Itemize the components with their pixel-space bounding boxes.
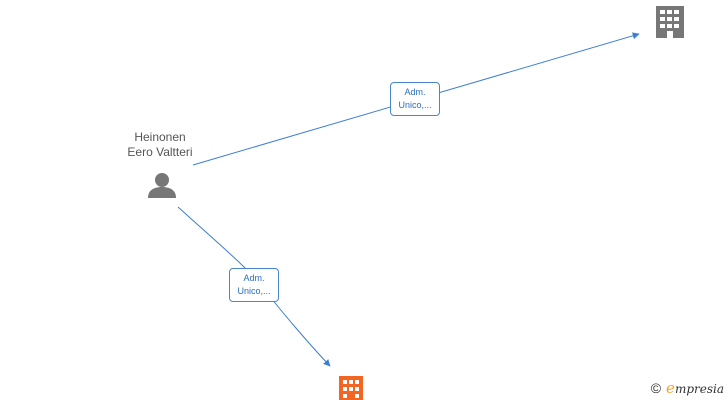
edge-label-line1: Adm. xyxy=(404,87,426,97)
building-icon[interactable] xyxy=(339,376,363,400)
brand-logo: empresia xyxy=(666,379,724,397)
edge-label-line2: Unico,... xyxy=(237,286,271,296)
person-name-line1: Heinonen xyxy=(134,130,186,144)
person-icon[interactable] xyxy=(148,173,176,198)
copyright-symbol: © xyxy=(650,380,662,396)
brand-logo-text: mpresia xyxy=(674,382,724,396)
building-icon[interactable] xyxy=(656,6,684,38)
edge-label-1[interactable]: Adm. Unico,... xyxy=(390,82,440,116)
brand-logo-letter: e xyxy=(666,379,675,397)
brand-watermark: © empresia xyxy=(651,379,724,397)
edge-label-line1: Adm. xyxy=(243,273,265,283)
person-name-line2: Eero Valtteri xyxy=(127,145,193,159)
edge-label-2[interactable]: Adm. Unico,... xyxy=(229,268,279,302)
edge-label-line2: Unico,... xyxy=(398,100,432,110)
person-name[interactable]: Heinonen Eero Valtteri xyxy=(110,130,210,160)
